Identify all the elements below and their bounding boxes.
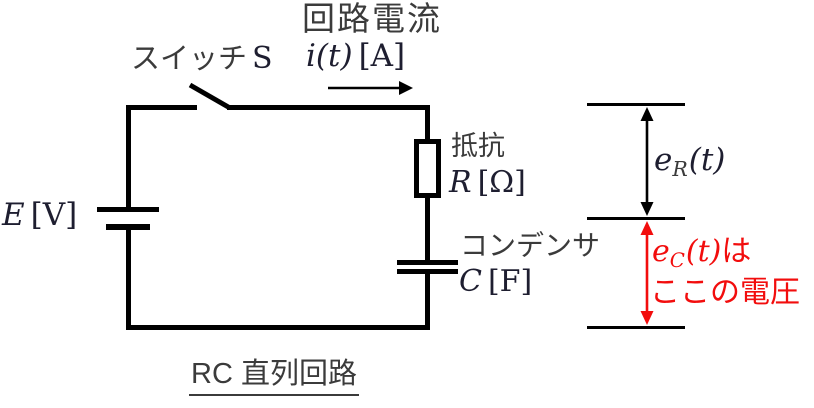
- current-label-kanji: 回路電流: [302, 0, 442, 37]
- capacitor-symbol: C: [459, 264, 482, 299]
- left-wire-upper: [126, 105, 131, 207]
- capacitor-plate-top: [397, 260, 458, 265]
- vr-sub: R: [672, 156, 688, 181]
- capacitor-label-kanji: コンデンサ: [460, 230, 601, 261]
- switch-symbol: S: [252, 41, 273, 76]
- current-arrow-icon: [328, 81, 413, 95]
- resistor-label-kanji: 抵抗: [451, 131, 505, 161]
- vc-base: e: [652, 234, 670, 269]
- vc-note: ここの電圧: [650, 276, 800, 309]
- source-symbol-label: E[V]: [2, 199, 77, 232]
- current-symbol-label: i(t)[A]: [306, 40, 405, 73]
- ref-line-top: [587, 103, 685, 106]
- capacitor-symbol-label: C[F]: [459, 266, 532, 298]
- switch-lever-icon: [188, 82, 232, 111]
- right-wire-mid: [425, 196, 430, 262]
- vc-label: eC(t)は: [652, 234, 752, 271]
- resistor-symbol-box: [414, 139, 441, 198]
- vr-label: eR(t): [654, 142, 726, 180]
- current-unit: [A]: [358, 38, 406, 74]
- resistor-symbol-label: R[Ω]: [449, 167, 526, 199]
- current-symbol: i(t): [306, 38, 353, 74]
- diagram-caption: RC 直列回路: [189, 359, 359, 397]
- top-wire-left: [126, 105, 197, 110]
- battery-plate-long: [97, 207, 159, 212]
- ref-line-bottom: [587, 326, 685, 329]
- vr-args: (t): [688, 142, 726, 178]
- source-unit: [V]: [30, 197, 78, 233]
- vc-suffix: は: [721, 235, 752, 268]
- resistor-symbol: R: [449, 165, 472, 200]
- right-wire-upper: [425, 105, 430, 141]
- right-wire-lower: [425, 274, 430, 330]
- capacitor-unit: [F]: [487, 264, 533, 299]
- vc-double-arrow-icon: [640, 221, 654, 325]
- resistor-unit: [Ω]: [477, 165, 526, 200]
- vc-sub: C: [669, 248, 685, 272]
- ref-line-middle: [587, 217, 685, 220]
- top-wire-right: [227, 105, 430, 110]
- vr-base: e: [654, 142, 673, 178]
- vr-double-arrow-icon: [640, 107, 654, 216]
- vc-args: (t): [685, 234, 722, 269]
- switch-label-kanji: スイッチ: [131, 43, 248, 75]
- capacitor-plate-bottom: [397, 269, 458, 274]
- source-symbol: E: [2, 197, 25, 233]
- left-wire-lower: [126, 230, 131, 330]
- battery-plate-short: [106, 224, 150, 230]
- bottom-wire: [126, 325, 430, 330]
